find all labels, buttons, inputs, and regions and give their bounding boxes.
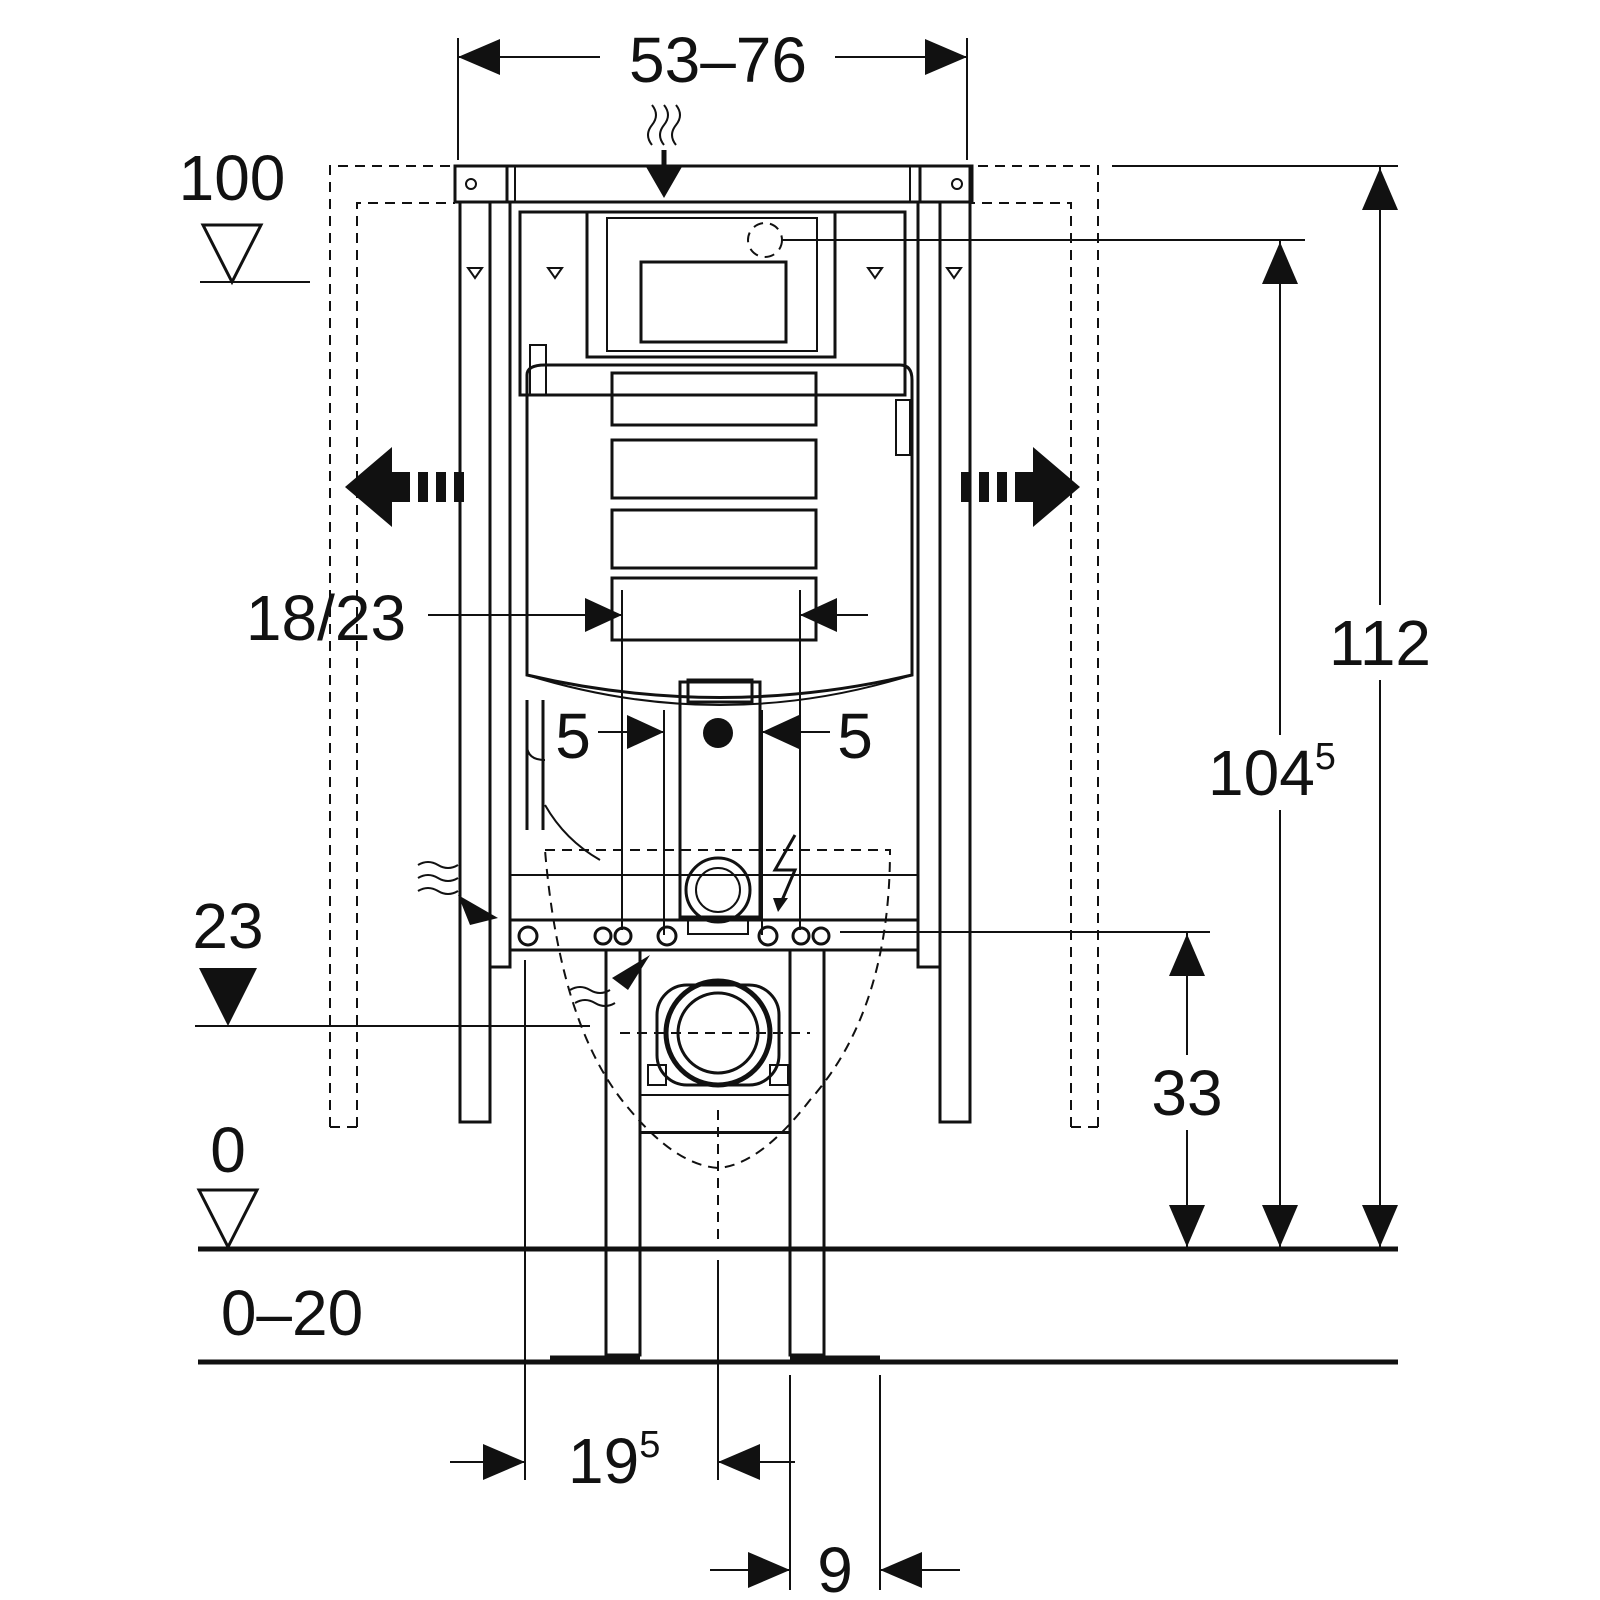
label-floor-adjust: 0–20 xyxy=(221,1277,363,1349)
dim-total-height: 112 xyxy=(1112,165,1450,1249)
level-mark-0: 0 xyxy=(196,1114,260,1251)
dim-drain-height: 33 xyxy=(840,931,1235,1249)
label-level-top: 100 xyxy=(179,142,286,214)
installation-frame xyxy=(453,164,974,1124)
label-leg-spacing: 9 xyxy=(817,1534,853,1600)
water-supply-arrow-left xyxy=(417,861,498,925)
water-supply-arrow-top xyxy=(645,104,683,198)
label-plate-spacing: 18/23 xyxy=(246,582,406,654)
label-connection-height: 1045 xyxy=(1208,736,1336,809)
support-feet xyxy=(550,948,880,1361)
fixing-holes xyxy=(517,925,831,947)
dim-frame-width: 53–76 xyxy=(457,24,968,160)
extended-frame-outline xyxy=(329,165,1099,1128)
width-adjust-arrow-left xyxy=(345,447,464,527)
wc-pan-outline xyxy=(543,849,892,1170)
dim-leg-spacing: 9 xyxy=(710,1375,960,1600)
dim-plate-spacing: 18/23 xyxy=(246,582,868,930)
label-drain-height: 33 xyxy=(1151,1057,1222,1129)
level-mark-100: 100 xyxy=(179,142,310,286)
cistern xyxy=(508,210,920,952)
label-offset-right: 5 xyxy=(837,700,873,772)
drain-pipe xyxy=(620,978,810,1088)
label-axis-offset: 195 xyxy=(568,1424,660,1497)
label-level-mid: 23 xyxy=(192,890,263,962)
label-frame-width: 53–76 xyxy=(629,24,807,96)
dim-connection-height: 1045 xyxy=(782,239,1355,1249)
water-supply-arrow-bottom xyxy=(569,955,650,1007)
label-level-floor: 0 xyxy=(210,1114,246,1186)
width-adjust-arrow-right xyxy=(961,447,1080,527)
level-mark-23: 23 xyxy=(192,890,590,1027)
electrical-symbol xyxy=(772,834,798,912)
dim-axis-offset: 195 xyxy=(450,960,795,1497)
dim-offsets: 5 5 xyxy=(548,700,880,935)
label-offset-left: 5 xyxy=(555,700,591,772)
label-total-height: 112 xyxy=(1329,607,1431,679)
